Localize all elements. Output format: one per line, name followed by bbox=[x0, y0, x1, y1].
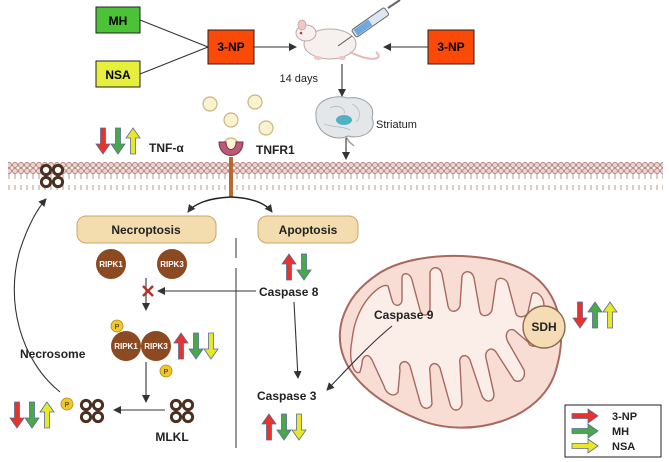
caspase8-effect-arrows bbox=[281, 253, 312, 281]
tnfr1-receptor bbox=[218, 141, 244, 197]
mlkl-effect-up-arrow-3 bbox=[39, 401, 55, 429]
np-label-right: 3-NP bbox=[437, 40, 464, 54]
np-label-left: 3-NP bbox=[217, 40, 244, 54]
necrosome-effect-down-arrow-2 bbox=[188, 332, 204, 360]
np-box-left: 3-NP bbox=[207, 29, 255, 65]
mh-connector bbox=[139, 19, 209, 48]
mlkl-pore-ring-2 bbox=[181, 398, 195, 412]
legend-label-1: 3-NP bbox=[612, 411, 637, 423]
membrane-pore-ring-2 bbox=[51, 163, 65, 177]
mlkl-pore-ring-4 bbox=[181, 410, 195, 424]
apoptosis-box: Apoptosis bbox=[257, 215, 359, 244]
necroptosis-box: Necroptosis bbox=[76, 215, 217, 244]
inhibition-x-icon bbox=[142, 285, 154, 297]
tnf-effect-arrows bbox=[95, 127, 141, 155]
ripk1-protein: RIPK1 bbox=[96, 249, 126, 279]
phospho-mlkl bbox=[79, 398, 105, 424]
necrosome-complex: RIPK1 RIPK3 P P bbox=[110, 319, 173, 378]
branch-necroptosis-arrow bbox=[187, 196, 232, 213]
phospho-label-3: P bbox=[65, 402, 70, 409]
caspase9-label: Caspase 9 bbox=[374, 308, 434, 322]
np-box-right: 3-NP bbox=[427, 29, 475, 65]
necrosome-ripk3-label: RIPK3 bbox=[144, 342, 168, 351]
necrosome-label: Necrosome bbox=[20, 347, 86, 361]
syringe-icon bbox=[337, 0, 401, 47]
legend-arrow-3 bbox=[571, 438, 599, 454]
mlkl-pore-membrane bbox=[39, 163, 65, 189]
cell-membrane bbox=[8, 162, 663, 190]
caspase3-effect-down-arrow-2 bbox=[276, 413, 292, 441]
necrosome-effect-up-arrow-1 bbox=[173, 332, 189, 360]
sdh-effect-up-arrow-3 bbox=[602, 301, 618, 329]
membrane-pore-ring-3 bbox=[39, 175, 53, 189]
legend-arrow-2 bbox=[571, 423, 599, 439]
caspase8-effect-up-arrow-1 bbox=[281, 253, 297, 281]
ripk3-protein: RIPK3 bbox=[157, 249, 187, 279]
necrosome-effect-down-arrow-3 bbox=[203, 332, 219, 360]
mlkl-pore-ring-3 bbox=[169, 410, 183, 424]
ripk1-label: RIPK1 bbox=[99, 260, 123, 269]
tnf-effect-up-arrow-3 bbox=[125, 127, 141, 155]
caspase3-effect-up-arrow-1 bbox=[261, 413, 277, 441]
tnf-alpha-molecules bbox=[202, 94, 274, 153]
necroptosis-label: Necroptosis bbox=[111, 223, 181, 237]
caspase8-label: Caspase 8 bbox=[259, 285, 319, 299]
tnfr1-label: TNFR1 bbox=[256, 143, 295, 157]
rat-illustration bbox=[295, 19, 380, 60]
sdh-effect-down-arrow-1 bbox=[572, 301, 588, 329]
mlkl-label: MLKL bbox=[155, 430, 188, 444]
tnf-effect-down-arrow-1 bbox=[95, 127, 111, 155]
nsa-label: NSA bbox=[105, 68, 131, 82]
membrane-pore-ring-1 bbox=[39, 163, 53, 177]
mlkl-effect-down-arrow-2 bbox=[24, 401, 40, 429]
membrane-pore-ring-4 bbox=[51, 175, 65, 189]
mitochondrion bbox=[339, 254, 563, 429]
nsa-box: NSA bbox=[95, 60, 141, 88]
mlkl-pore-ring-1 bbox=[169, 398, 183, 412]
tnf-effect-down-arrow-2 bbox=[110, 127, 126, 155]
nsa-connector bbox=[139, 46, 209, 75]
mh-box: MH bbox=[95, 6, 141, 34]
caspase8-to-caspase3-arrow bbox=[293, 301, 302, 379]
legend-arrow-1 bbox=[571, 408, 599, 424]
legend-label-3: NSA bbox=[612, 441, 635, 453]
necrosome-ripk1-label: RIPK1 bbox=[114, 342, 138, 351]
caspase3-effect-down-arrow-3 bbox=[291, 413, 307, 441]
apoptosis-label: Apoptosis bbox=[279, 223, 338, 237]
striatum-label: Striatum bbox=[376, 119, 417, 131]
phospho-mlkl-pore-ring-1 bbox=[79, 398, 93, 412]
mlkl-effect-down-arrow-1 bbox=[9, 401, 25, 429]
sdh-complex: SDH bbox=[522, 305, 566, 349]
ripk3-label: RIPK3 bbox=[160, 260, 184, 269]
mh-label: MH bbox=[109, 14, 128, 28]
mlkl-effect-arrows bbox=[9, 401, 55, 429]
phospho-mlkl-pore-ring-4 bbox=[91, 410, 105, 424]
sdh-effect-arrows bbox=[572, 301, 618, 329]
caspase3-label: Caspase 3 bbox=[257, 389, 317, 403]
legend: 3-NP MH NSA bbox=[564, 404, 662, 458]
sdh-label: SDH bbox=[531, 320, 556, 334]
sdh-effect-up-arrow-2 bbox=[587, 301, 603, 329]
phospho-mlkl-pore-ring-2 bbox=[91, 398, 105, 412]
mlkl-to-membrane-arrow bbox=[13, 198, 61, 393]
legend-label-2: MH bbox=[612, 426, 629, 438]
caspase3-effect-arrows bbox=[261, 413, 307, 441]
branch-apoptosis-arrow bbox=[230, 196, 273, 213]
caspase8-effect-down-arrow-2 bbox=[296, 253, 312, 281]
mlkl-phospho-dot bbox=[60, 397, 74, 411]
mlkl-protein bbox=[169, 398, 195, 424]
caspase9-to-caspase3-arrow bbox=[326, 325, 393, 391]
phospho-mlkl-pore-ring-3 bbox=[79, 410, 93, 424]
necrosome-effect-arrows bbox=[173, 332, 219, 360]
tnf-label: TNF-α bbox=[149, 141, 184, 155]
brain-icon bbox=[315, 96, 374, 147]
days-label: 14 days bbox=[279, 73, 318, 85]
phospho-label-2: P bbox=[164, 369, 169, 376]
phospho-label-1: P bbox=[115, 324, 120, 331]
